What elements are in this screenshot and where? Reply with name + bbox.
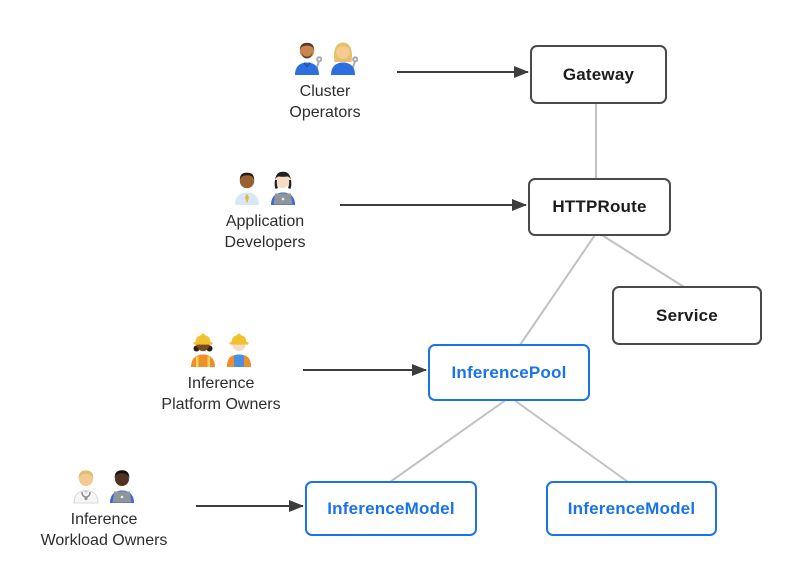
man-office-worker-emoji	[235, 172, 259, 205]
node-inferencemodel-left: InferenceModel	[305, 481, 477, 536]
man-mechanic-emoji	[295, 42, 322, 75]
cluster-operators-label-line1: Cluster	[299, 83, 351, 100]
edge-inferencepool-inferencemodel-left	[389, 396, 511, 483]
persona-application-developers: Application Developers	[175, 168, 355, 253]
persona-cluster-operators: Cluster Operators	[235, 38, 415, 123]
persona-arrows	[196, 66, 529, 512]
cluster-operators-label: Cluster Operators	[235, 81, 415, 123]
man-construction-worker-emoji	[227, 333, 251, 367]
inference-workload-owners-emoji-row	[14, 466, 194, 504]
node-gateway-label: Gateway	[562, 64, 635, 84]
node-inferencemodel-left-label: InferenceModel	[327, 498, 455, 518]
node-gateway: Gateway	[530, 45, 667, 104]
persona-inference-workload-owners: Inference Workload Owners	[14, 466, 194, 551]
woman-construction-worker-emoji	[191, 333, 215, 367]
cluster-operators-emoji-row	[235, 38, 415, 76]
node-service-label: Service	[656, 305, 718, 325]
edge-inferencepool-inferencemodel-right	[509, 396, 629, 483]
resource-edges	[389, 100, 685, 483]
node-httproute-label: HTTPRoute	[552, 197, 647, 216]
edge-httproute-service	[596, 231, 685, 288]
health-worker-emoji	[73, 470, 99, 504]
application-developers-label-line2: Developers	[224, 234, 306, 251]
edge-httproute-inferencepool	[519, 231, 598, 346]
inference-workload-owners-label: Inference Workload Owners	[14, 509, 194, 551]
inference-platform-owners-label: Inference Platform Owners	[131, 373, 311, 415]
node-inferencepool-label: InferencePool	[451, 362, 567, 382]
application-developers-label-line1: Application	[225, 213, 305, 230]
node-inferencemodel-right-label: InferenceModel	[567, 498, 696, 518]
inference-platform-owners-emoji-row	[131, 330, 311, 368]
node-inferencepool: InferencePool	[428, 344, 590, 401]
node-httproute: HTTPRoute	[528, 178, 671, 236]
node-service: Service	[612, 286, 762, 345]
cluster-operators-label-line2: Operators	[289, 104, 361, 121]
inference-platform-owners-label-line1: Inference	[187, 375, 255, 392]
inference-workload-owners-label-line2: Workload Owners	[40, 532, 168, 549]
woman-mechanic-emoji	[331, 42, 358, 75]
application-developers-emoji-row	[175, 168, 355, 206]
application-developers-label: Application Developers	[175, 211, 355, 253]
inference-workload-owners-label-line1: Inference	[70, 511, 138, 528]
persona-inference-platform-owners: Inference Platform Owners	[131, 330, 311, 415]
woman-technologist-emoji	[271, 171, 295, 205]
node-inferencemodel-right: InferenceModel	[546, 481, 717, 536]
man-technologist-emoji	[110, 470, 134, 503]
inference-platform-owners-label-line2: Platform Owners	[161, 396, 281, 413]
